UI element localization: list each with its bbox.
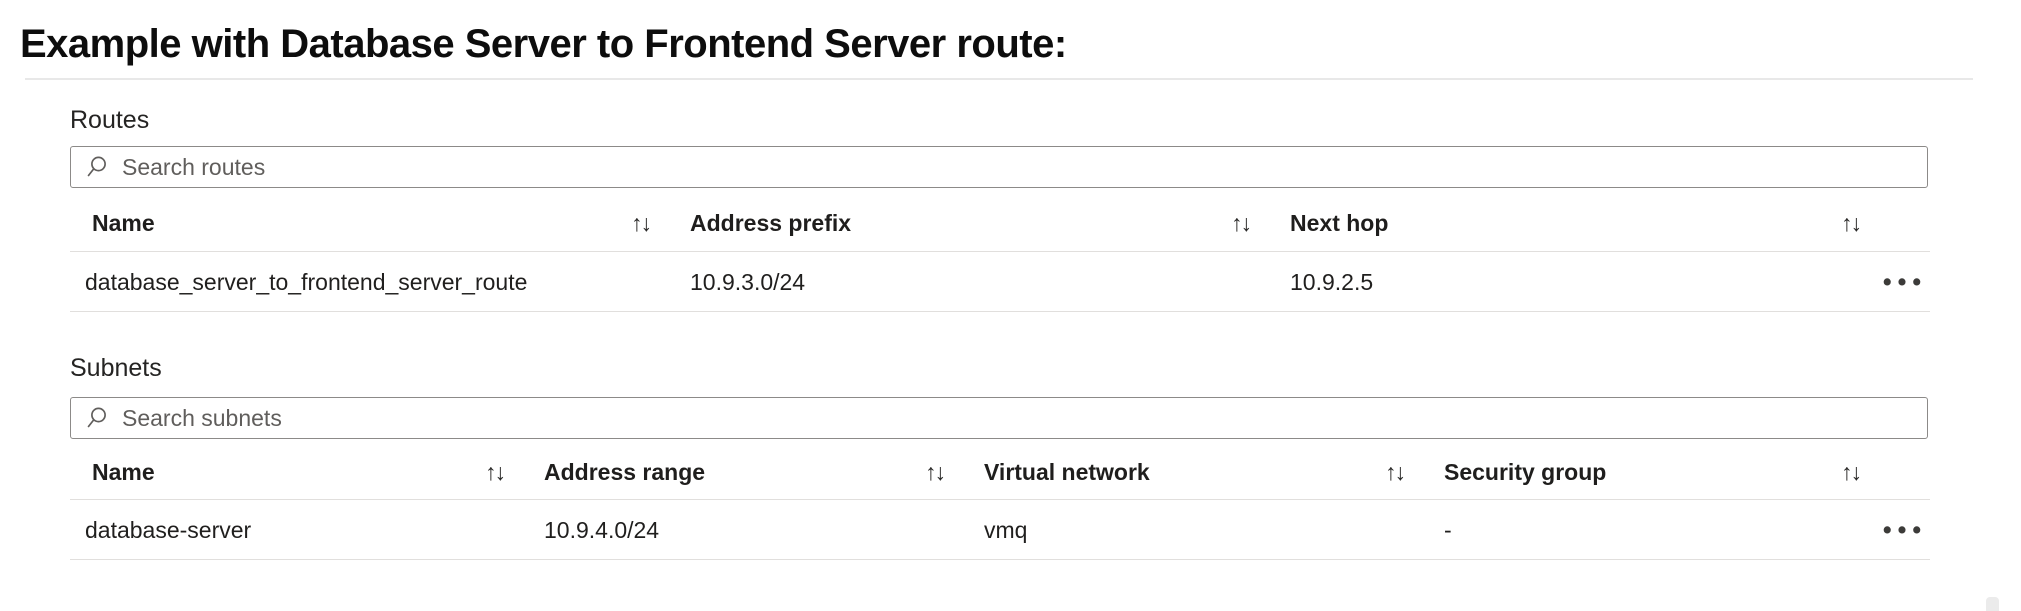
subnets-table-header: Name ↑↓ Address range ↑↓ Virtual network… xyxy=(70,446,1930,500)
subnet-security-group-cell: - xyxy=(1444,516,1452,543)
routes-search-box[interactable] xyxy=(70,146,1928,188)
sort-icon: ↑↓ xyxy=(1385,459,1406,485)
subnets-search-input[interactable] xyxy=(110,398,1927,438)
subnet-address-range-cell: 10.9.4.0/24 xyxy=(544,516,660,543)
routes-section-label: Routes xyxy=(70,106,150,134)
column-label: Name xyxy=(92,459,155,485)
page-title: Example with Database Server to Frontend… xyxy=(20,22,1067,66)
search-icon xyxy=(84,405,110,431)
column-label: Security group xyxy=(1444,459,1607,485)
routes-table-row[interactable]: database_server_to_frontend_server_route… xyxy=(70,253,1930,312)
subnets-column-header-address-range[interactable]: Address range ↑↓ xyxy=(518,446,958,499)
routes-column-header-actions xyxy=(1874,195,1930,251)
subnet-virtual-network-cell: vmq xyxy=(984,516,1028,543)
column-label: Virtual network xyxy=(984,459,1150,485)
route-address-prefix-cell: 10.9.3.0/24 xyxy=(690,268,806,295)
routes-column-header-name[interactable]: Name ↑↓ xyxy=(70,195,664,251)
subnets-column-header-virtual-network[interactable]: Virtual network ↑↓ xyxy=(958,446,1418,499)
routes-column-header-address-prefix[interactable]: Address prefix ↑↓ xyxy=(664,195,1264,251)
subnet-actions-cell: ••• xyxy=(1874,501,1930,559)
sort-icon: ↑↓ xyxy=(925,459,946,485)
subnets-column-header-security-group[interactable]: Security group ↑↓ xyxy=(1418,446,1874,499)
subnets-column-header-name[interactable]: Name ↑↓ xyxy=(70,446,518,499)
route-next-hop-cell: 10.9.2.5 xyxy=(1290,268,1374,295)
subnet-name-cell: database-server xyxy=(85,516,252,543)
ellipsis-icon[interactable]: ••• xyxy=(1882,515,1928,544)
route-name-cell: database_server_to_frontend_server_route xyxy=(85,268,528,295)
column-label: Address range xyxy=(544,459,706,485)
scrollbar-thumb[interactable] xyxy=(1986,597,1999,611)
title-divider xyxy=(25,78,1973,80)
sort-icon: ↑↓ xyxy=(1841,459,1862,485)
ellipsis-icon[interactable]: ••• xyxy=(1882,267,1928,296)
subnets-table-row[interactable]: database-server 10.9.4.0/24 vmq - ••• xyxy=(70,501,1930,560)
routes-search-input[interactable] xyxy=(110,147,1927,187)
column-label: Name xyxy=(92,209,155,236)
sort-icon: ↑↓ xyxy=(631,209,652,236)
sort-icon: ↑↓ xyxy=(1231,209,1252,236)
search-icon xyxy=(84,154,110,180)
subnets-column-header-actions xyxy=(1874,446,1930,499)
routes-column-header-next-hop[interactable]: Next hop ↑↓ xyxy=(1264,195,1874,251)
subnets-search-box[interactable] xyxy=(70,397,1928,439)
column-label: Next hop xyxy=(1290,209,1389,236)
sort-icon: ↑↓ xyxy=(1841,209,1862,236)
column-label: Address prefix xyxy=(690,209,852,236)
routes-table-header: Name ↑↓ Address prefix ↑↓ Next hop ↑↓ xyxy=(70,195,1930,252)
sort-icon: ↑↓ xyxy=(485,459,506,485)
route-actions-cell: ••• xyxy=(1874,253,1930,311)
subnets-section-label: Subnets xyxy=(70,354,162,382)
